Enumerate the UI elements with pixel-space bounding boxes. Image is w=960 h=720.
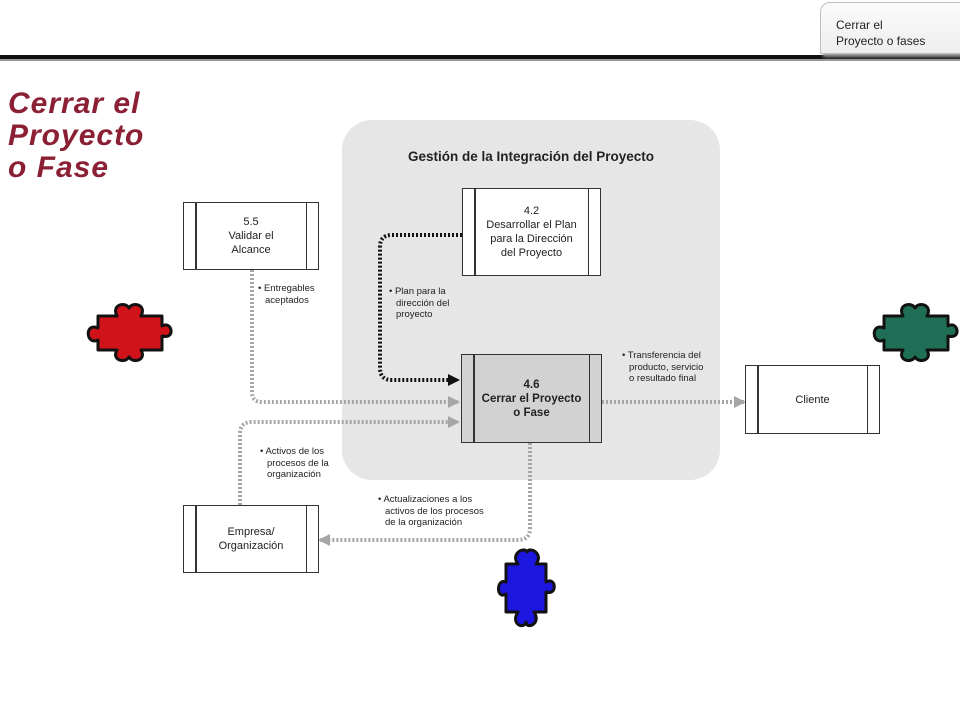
flow-activos <box>238 416 460 505</box>
section-tab-line-1: Cerrar el <box>836 18 883 32</box>
note-transferencia-line-3: o resultado final <box>629 373 697 384</box>
note-plan-line-1: • Plan para la <box>389 286 446 297</box>
process-plan-line-3: del Proyecto <box>500 247 563 259</box>
page-title-line-3: o Fase <box>8 151 110 184</box>
note-actualizaciones-line-1: • Actualizaciones a los <box>378 494 473 505</box>
process-validar-line-1: Validar el <box>228 230 274 242</box>
puzzle-piece-red-shape <box>86 303 173 362</box>
entity-empresa-line-2: Organización <box>218 540 284 552</box>
process-cerrar-number: 4.6 <box>523 378 540 391</box>
puzzle-piece-green-shape <box>872 303 959 362</box>
entity-empresa-organizacion[interactable]: Empresa/ Organización <box>183 505 319 573</box>
puzzle-piece-blue-icon <box>497 548 556 628</box>
page-title-line-1: Cerrar el <box>8 87 141 120</box>
page-title-line-2: Proyecto <box>8 119 145 152</box>
note-plan-line-2: dirección del <box>396 297 450 309</box>
note-transferencia: • Transferencia del producto, servicio o… <box>622 350 703 385</box>
entity-cliente-label: Cliente <box>795 393 830 406</box>
process-cerrar-line-1: Cerrar el Proyecto <box>481 392 582 405</box>
note-entregables-line-2: aceptados <box>265 294 309 306</box>
process-plan-line-1: Desarrollar el Plan <box>486 219 577 231</box>
header-rule <box>0 55 960 59</box>
puzzle-piece-green-icon <box>872 303 959 362</box>
process-desarrollar-plan[interactable]: 4.2 Desarrollar el Plan para la Direcció… <box>462 188 601 276</box>
note-activos-line-1: • Activos de los <box>260 446 325 457</box>
entity-cliente[interactable]: Cliente <box>745 365 880 434</box>
header-rule-shadow <box>0 59 960 61</box>
process-cerrar-proyecto[interactable]: 4.6 Cerrar el Proyecto o Fase <box>461 354 602 443</box>
page-title: Cerrar el Proyecto o Fase <box>8 88 183 184</box>
process-plan-line-2: para la Dirección <box>490 233 573 245</box>
note-actualizaciones-line-3: de la organización <box>385 517 463 528</box>
puzzle-piece-blue-shape <box>497 548 556 628</box>
note-plan-direccion: • Plan para la dirección del proyecto <box>389 286 449 321</box>
process-cerrar-line-2: o Fase <box>513 406 550 419</box>
flow-plan-direccion <box>378 233 462 386</box>
section-tab-label: Cerrar el Proyecto o fases <box>836 17 925 49</box>
puzzle-piece-red-icon <box>86 303 173 362</box>
note-entregables-line-1: • Entregables <box>258 283 315 294</box>
process-validar-number: 5.5 <box>243 216 259 228</box>
note-actualizaciones-line-2: activos de los procesos <box>385 505 484 517</box>
section-tab[interactable] <box>820 2 960 54</box>
note-activos-line-3: organización <box>267 469 321 480</box>
note-activos: • Activos de los procesos de la organiza… <box>260 446 329 481</box>
process-validar-alcance[interactable]: 5.5 Validar el Alcance <box>183 202 319 270</box>
note-entregables: • Entregables aceptados <box>258 283 315 306</box>
section-tab-line-2: Proyecto o fases <box>836 34 926 48</box>
process-validar-line-2: Alcance <box>231 244 271 256</box>
flow-actualizaciones <box>318 443 532 546</box>
note-transferencia-line-1: • Transferencia del <box>622 350 701 361</box>
entity-empresa-line-1: Empresa/ <box>227 526 275 538</box>
note-transferencia-line-2: producto, servicio <box>629 361 704 373</box>
integration-panel-title: Gestión de la Integración del Proyecto <box>407 149 655 164</box>
note-actualizaciones: • Actualizaciones a los activos de los p… <box>378 494 484 529</box>
note-activos-line-2: procesos de la <box>267 457 329 469</box>
process-plan-number: 4.2 <box>523 205 540 217</box>
note-plan-line-3: proyecto <box>396 309 433 320</box>
